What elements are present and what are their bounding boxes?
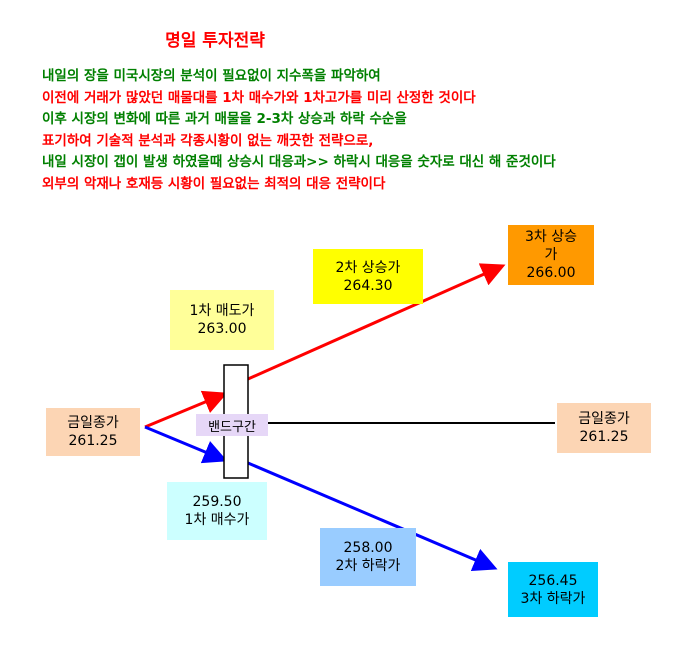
fall-arrow	[247, 461, 498, 571]
close-price-value: 261.25	[68, 433, 118, 449]
page-title: 명일 투자전략	[165, 31, 265, 51]
description-line: 내일 시장이 갭이 발생 하였을때 상승시 대응과>> 하락시 대응을 숫자로 …	[42, 154, 556, 170]
third-fall-value: 256.45	[528, 572, 578, 589]
third-rise-label-cont: 가	[544, 247, 558, 263]
close-to-band-up-arrow	[144, 390, 228, 429]
close-price-label: 금일종가	[578, 411, 630, 427]
second-rise-label: 2차 상승가	[335, 259, 401, 276]
close-price-label: 금일종가	[67, 415, 119, 431]
first-buy-value: 259.50	[192, 494, 242, 510]
band-label: 밴드구간	[196, 414, 268, 436]
close-price-value: 261.25	[579, 429, 629, 445]
second-rise-value: 264.30	[343, 277, 393, 294]
description-line: 이후 시장의 변화에 따른 과거 매물을 2-3차 상승과 하락 수순을	[42, 111, 407, 127]
close-price-right-box: 금일종가 261.25	[557, 403, 651, 453]
description-line: 내일의 장을 미국시장의 분석이 필요없이 지수폭을 파악하여	[42, 68, 381, 84]
first-buy-price-box: 259.50 1차 매수가	[167, 482, 267, 540]
first-sell-value: 263.00	[197, 321, 247, 337]
close-to-band-down-arrow	[144, 425, 228, 464]
third-fall-price-box: 256.45 3차 하락가	[508, 562, 598, 617]
second-fall-value: 258.00	[343, 540, 393, 556]
first-buy-label: 1차 매수가	[184, 512, 250, 528]
strategy-description: 내일의 장을 미국시장의 분석이 필요없이 지수폭을 파악하여 이전에 거래가 …	[42, 66, 556, 195]
first-sell-price-box: 1차 매도가 263.00	[170, 290, 274, 350]
rise-arrow	[247, 263, 506, 381]
close-price-left-box: 금일종가 261.25	[46, 408, 140, 456]
third-rise-label: 3차 상승	[525, 229, 577, 245]
description-line: 표기하여 기술적 분석과 각종시황이 없는 깨끗한 전략으로,	[42, 132, 374, 149]
third-fall-label: 3차 하락가	[520, 590, 586, 607]
second-fall-label: 2차 하락가	[335, 558, 401, 574]
first-sell-label: 1차 매도가	[189, 303, 255, 319]
third-rise-price-box: 3차 상승 가 266.00	[508, 225, 594, 285]
third-rise-value: 266.00	[526, 265, 576, 281]
second-rise-price-box: 2차 상승가 264.30	[313, 249, 423, 304]
description-line: 이전에 거래가 많았던 매물대를 1차 매수가와 1차고가를 미리 산정한 것이…	[42, 89, 476, 106]
second-fall-price-box: 258.00 2차 하락가	[320, 528, 416, 586]
description-line: 외부의 악재나 호재등 시황이 필요없는 최적의 대응 전략이다	[42, 175, 386, 192]
